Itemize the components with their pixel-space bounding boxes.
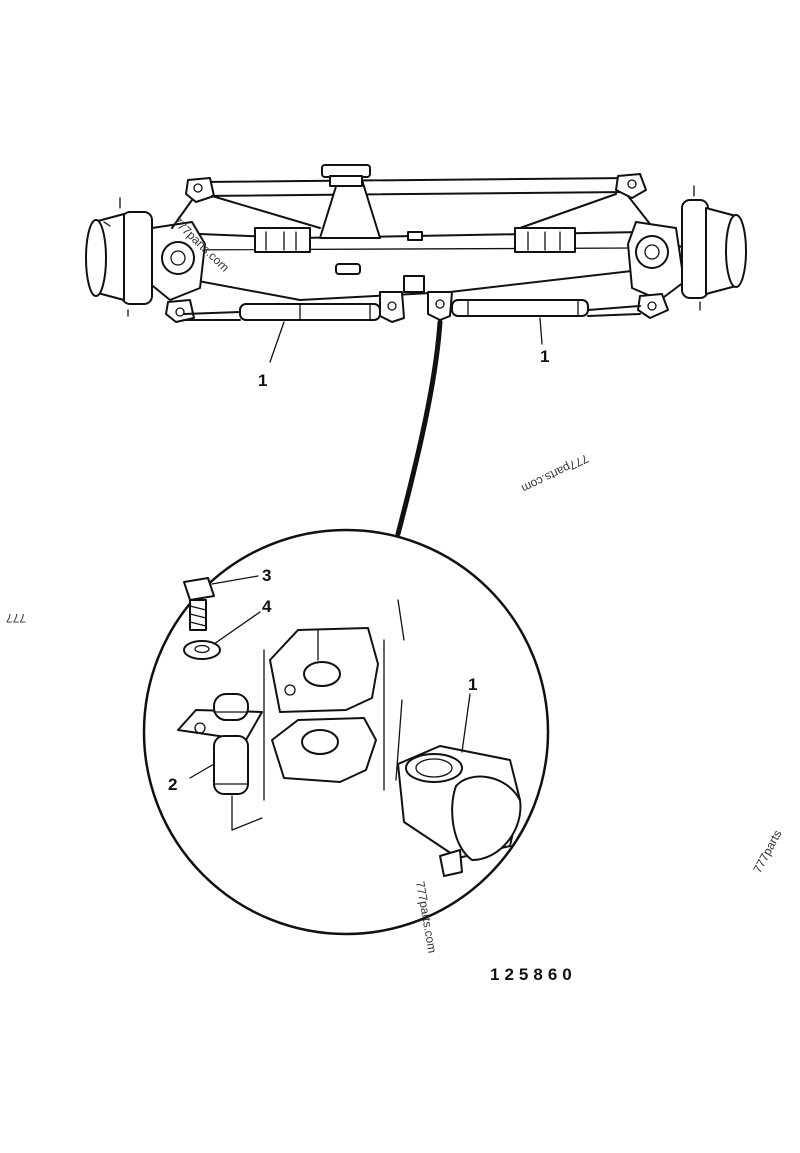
leader-ram-right: [539, 317, 543, 345]
leader-ram-detail: [461, 693, 471, 753]
steering-ram-left: [239, 303, 381, 321]
pivot-pin: [177, 693, 263, 831]
callout-washer: 4: [262, 597, 272, 616]
washer: [183, 640, 221, 660]
bolt: [183, 577, 215, 631]
watermark-right-edge: 777parts: [750, 828, 784, 876]
steering-ram-right: [451, 299, 589, 317]
figure-number: 125860: [490, 965, 577, 984]
detail-ram-eye: [397, 745, 522, 877]
callout-bolt: 3: [262, 566, 271, 585]
leader-ram-left: [269, 321, 285, 363]
callout-pin: 2: [168, 775, 177, 794]
callout-ram-left: 1: [258, 371, 267, 390]
leader-bolt: [211, 575, 259, 585]
leader-pin: [189, 763, 215, 779]
detail-bracket: [263, 599, 405, 801]
watermark-left-edge: 777: [6, 611, 26, 625]
leader-washer: [213, 611, 261, 645]
detail-leader-line: [395, 319, 443, 537]
axle-assembly: [85, 164, 747, 323]
callout-ram-right: 1: [540, 347, 549, 366]
watermark-center: 777parts.com: [519, 451, 590, 495]
callout-ram-detail: 1: [468, 675, 477, 694]
